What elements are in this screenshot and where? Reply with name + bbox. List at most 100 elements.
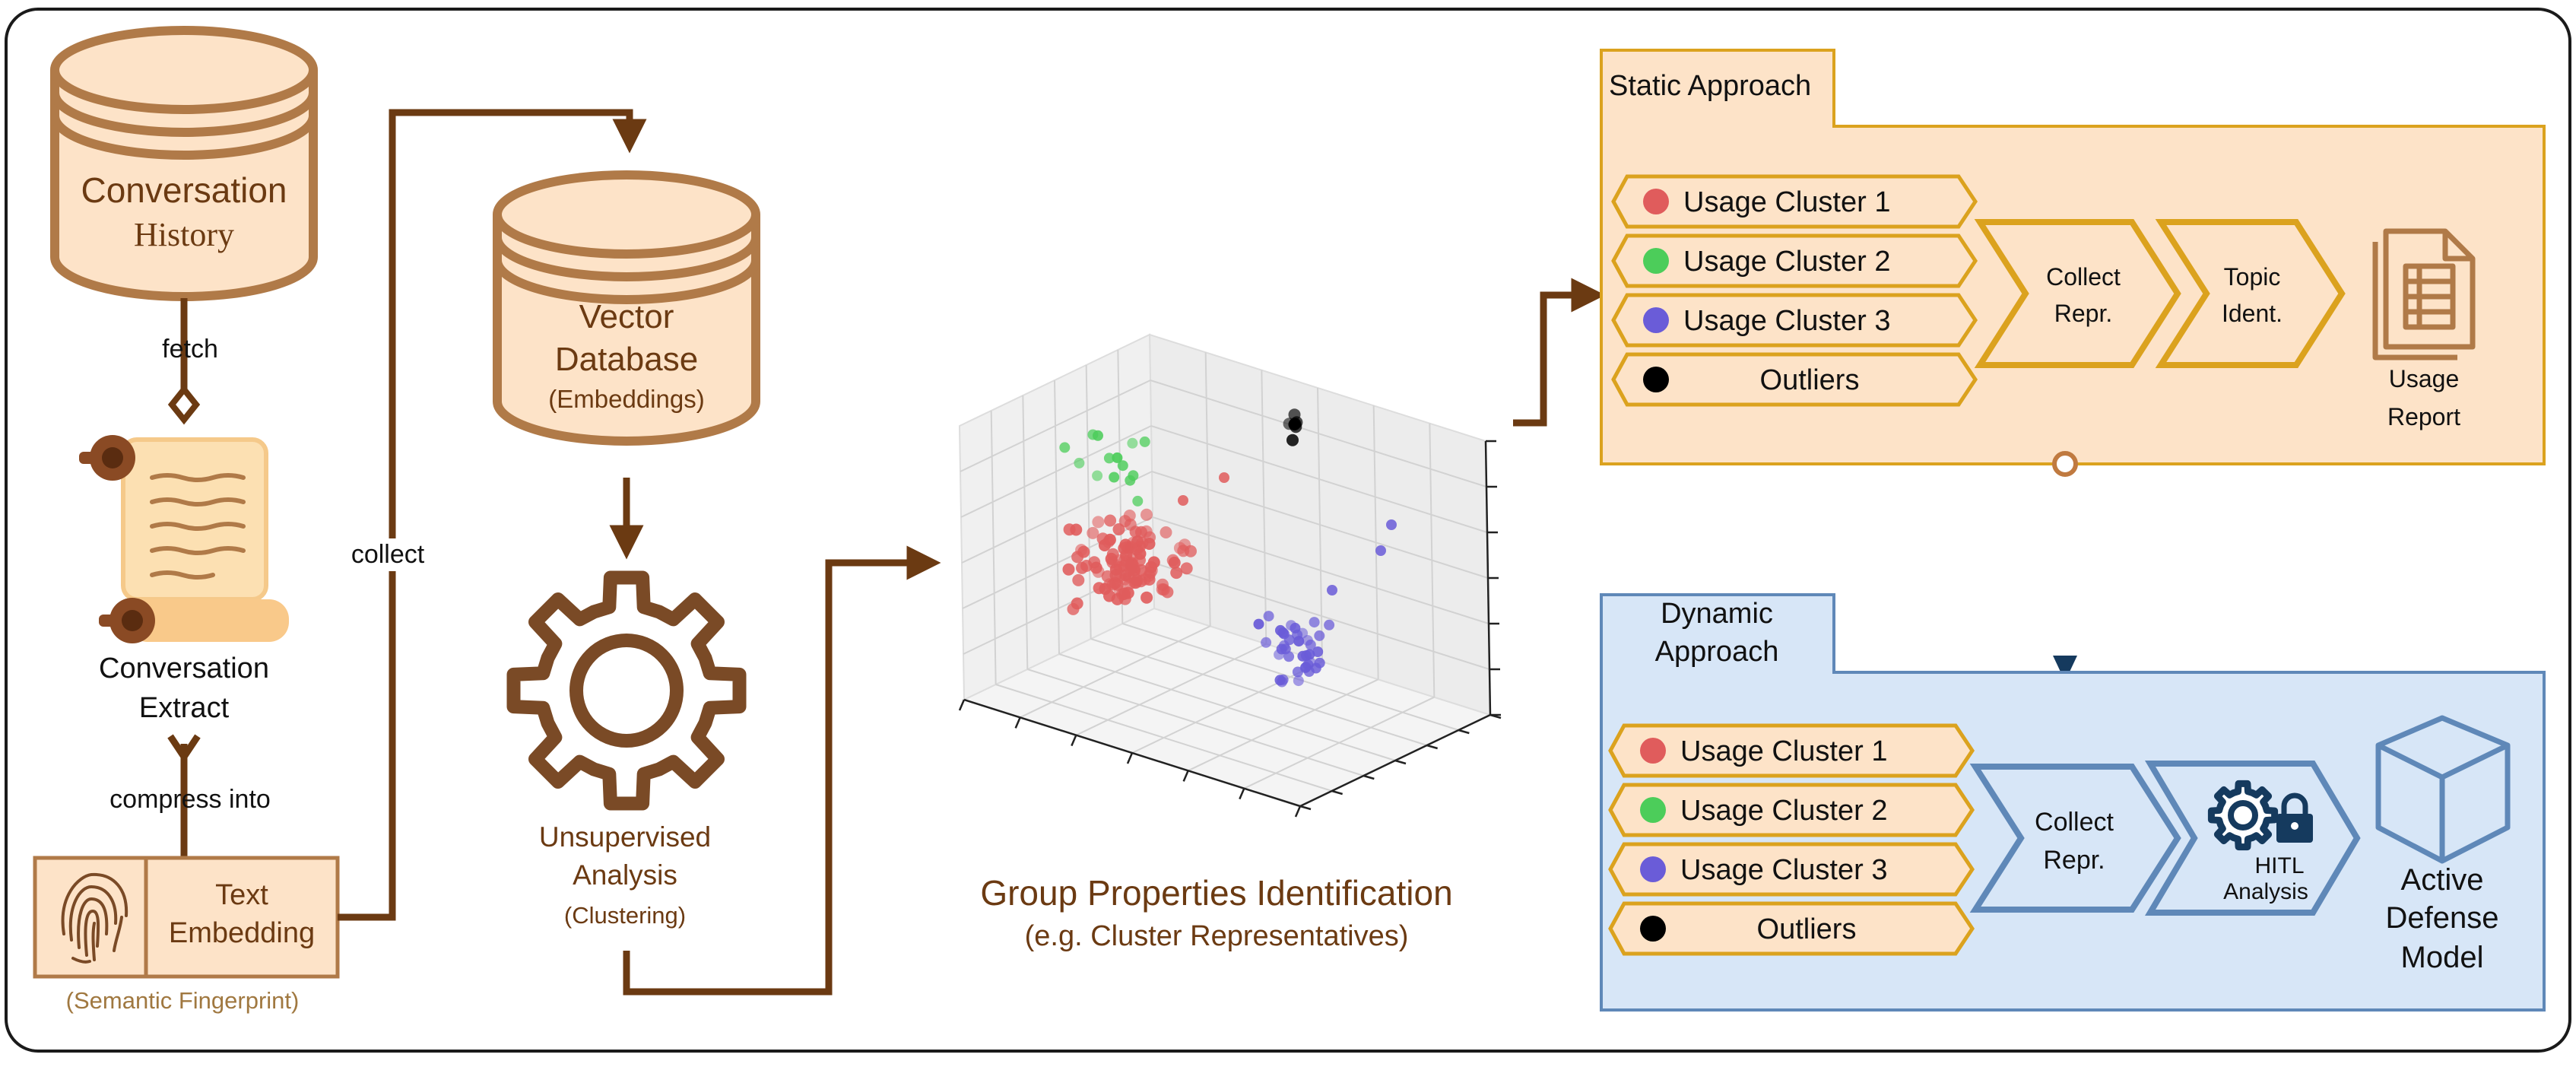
conversation-history-subtitle: History (134, 216, 234, 253)
scatter-point (1103, 453, 1115, 464)
scatter-point (1286, 434, 1299, 446)
cluster-row-shape (1608, 842, 1975, 897)
scatter-to-static-arrow (1513, 278, 1606, 427)
text-embedding-line1: Text (215, 879, 268, 911)
dynamic-collect-repr-line2: Repr. (2043, 846, 2105, 875)
scatter-point (1071, 551, 1084, 564)
scatter-point (1092, 516, 1105, 529)
scatter-point (1288, 408, 1301, 421)
cluster-row: Usage Cluster 3 (1608, 842, 1975, 897)
scatter-3d-points (1059, 408, 1397, 688)
scatter-point (1134, 540, 1147, 553)
scatter-point (1106, 578, 1119, 591)
cluster-label: Usage Cluster 3 (1683, 305, 1890, 337)
scatter-point (1297, 627, 1309, 639)
group-properties-title: Group Properties Identification (980, 873, 1453, 913)
cluster-row-shape (1608, 901, 1975, 956)
scatter-point (1312, 646, 1324, 657)
group-properties-subtitle: (e.g. Cluster Representatives) (1024, 920, 1409, 952)
cluster-row: Outliers (1608, 901, 1975, 956)
vector-database-line3: (Embeddings) (548, 385, 705, 413)
scatter-point (1072, 573, 1085, 586)
scatter-point (1109, 472, 1120, 483)
cluster-row: Usage Cluster 1 (1611, 174, 1978, 229)
scatter-point (1112, 452, 1123, 463)
static-cluster-list: Usage Cluster 1 Usage Cluster 2 Usage Clus… (1611, 174, 1978, 407)
scatter-point (1147, 556, 1160, 569)
scatter-point (1059, 442, 1071, 453)
cluster-color-dot (1643, 367, 1669, 392)
cluster-label: Usage Cluster 1 (1680, 735, 1887, 767)
scatter-point (1309, 617, 1320, 628)
vector-database-line1: Vector (579, 298, 674, 335)
static-collect-repr-chevron (1974, 219, 2181, 368)
scatter-point (1178, 495, 1188, 506)
scatter-point (1275, 624, 1286, 636)
scatter-point (1067, 602, 1080, 615)
usage-report-line2: Report (2387, 403, 2461, 430)
scatter-point (1139, 436, 1150, 447)
scatter-point (1132, 495, 1144, 507)
collect-arrow (338, 109, 647, 921)
cluster-row-shape (1611, 293, 1978, 348)
cluster-row: Usage Cluster 2 (1611, 233, 1978, 288)
semantic-fingerprint-label: (Semantic Fingerprint) (65, 987, 300, 1014)
conversation-extract-line2: Extract (138, 692, 230, 724)
dynamic-approach-line2: Approach (1654, 636, 1779, 668)
scatter-point (1327, 585, 1337, 595)
scatter-point (1140, 591, 1153, 604)
hitl-line2: Analysis (2223, 879, 2308, 904)
collect-label: collect (346, 538, 430, 572)
connector-origin-circle (2052, 451, 2078, 477)
scatter-point (1102, 535, 1115, 548)
scatter-point (1253, 618, 1264, 630)
scatter-point (1087, 526, 1099, 539)
scatter-3d-axes (958, 333, 1502, 818)
cluster-color-dot (1640, 738, 1666, 764)
cluster-label: Outliers (1757, 913, 1857, 945)
active-defense-line1: Active (2400, 863, 2484, 897)
scatter-point (1074, 457, 1085, 468)
gear-hole (569, 634, 684, 748)
scatter-point (1093, 430, 1103, 441)
cluster-color-dot (1643, 189, 1669, 214)
scatter-point (1103, 589, 1115, 602)
scatter-point (1140, 525, 1153, 538)
cluster-row-shape (1611, 352, 1978, 407)
scatter-point (1112, 523, 1125, 535)
usage-report-line1: Usage (2388, 365, 2460, 392)
dynamic-approach-line1: Dynamic (1661, 598, 1773, 630)
scatter-point (1131, 574, 1144, 587)
fetch-label: fetch (162, 335, 218, 364)
scatter-point (1156, 578, 1169, 591)
cluster-color-dot (1640, 856, 1666, 882)
text-embedding-line2: Embedding (168, 917, 316, 949)
scroll-icon (79, 435, 289, 643)
cluster-label: Usage Cluster 1 (1683, 186, 1890, 218)
scatter-point (1324, 619, 1335, 630)
connector-arrowhead-icon (2053, 656, 2077, 681)
vector-database-line2: Database (554, 341, 699, 378)
scatter-point (1121, 555, 1134, 567)
unsupervised-analysis-line3: (Clustering) (563, 902, 687, 929)
scatter-point (1286, 620, 1297, 631)
scatter-point (1375, 545, 1386, 556)
vector-database-icon (493, 170, 760, 446)
scatter-point (1280, 643, 1291, 655)
hitl-line1: HITL (2254, 853, 2305, 878)
scatter-point (1293, 636, 1305, 647)
scatter-point (1093, 582, 1106, 595)
hitl-gear-lock-icon (2207, 780, 2313, 851)
scatter-point (1261, 637, 1272, 648)
hitl-analysis-chevron (2144, 761, 2361, 916)
scatter-point (1386, 519, 1397, 530)
scatter-point (1062, 563, 1075, 576)
scatter-point (1289, 418, 1302, 430)
scatter-point (1173, 542, 1186, 554)
active-defense-line3: Model (2400, 941, 2484, 974)
cluster-label: Usage Cluster 3 (1680, 854, 1887, 886)
scatter-point (1263, 611, 1274, 622)
dynamic-collect-repr-chevron (1969, 764, 2181, 913)
cluster-color-dot (1643, 307, 1669, 333)
